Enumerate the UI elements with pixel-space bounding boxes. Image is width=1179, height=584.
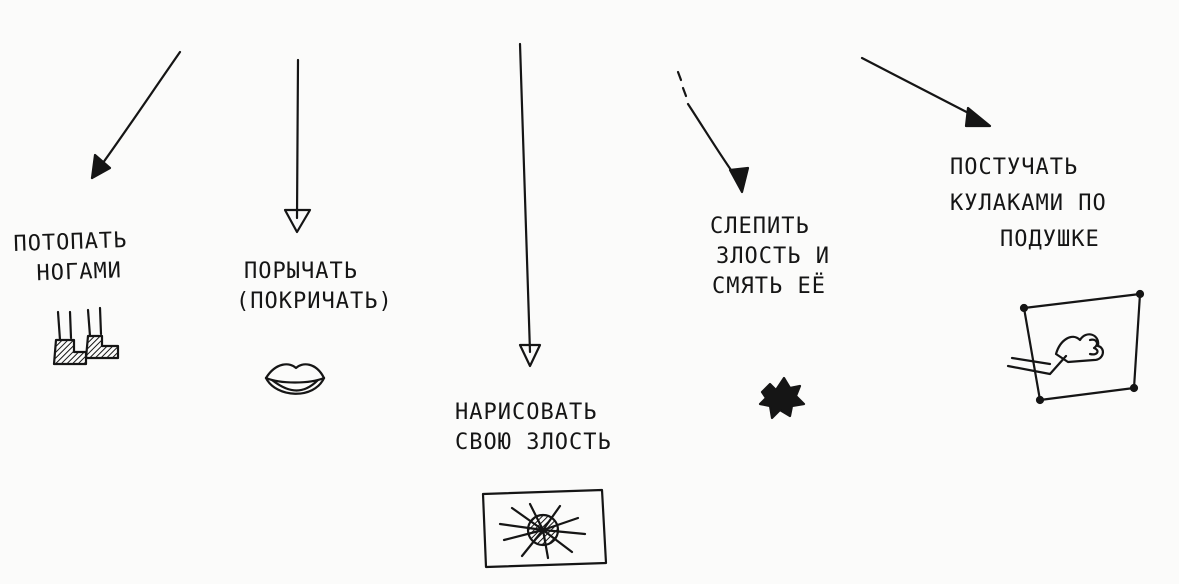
option-knock-label: ПОСТУЧАТЬ КУЛАКАМИ ПО ПОДУШКЕ [950, 150, 1107, 258]
option-mold-line-2: ЗЛОСТЬ И [700, 242, 830, 272]
option-stomp-label: ПОТОПАТЬ НОГАМИ [13, 226, 129, 290]
option-mold-label: СЛЕПИТЬ ЗЛОСТЬ И СМЯТЬ ЕЁ [700, 212, 830, 302]
option-growl-label: ПОРЫЧАТЬ (ПОКРИЧАТЬ) [236, 257, 393, 317]
scribble-drawing-icon [483, 490, 606, 567]
option-stomp-line-2: НОГАМИ [14, 256, 129, 290]
arrow-draw [520, 44, 540, 366]
option-draw-label: НАРИСОВАТЬ СВОЮ ЗЛОСТЬ [455, 398, 612, 458]
option-knock-line-2: КУЛАКАМИ ПО [950, 186, 1107, 222]
option-growl-line-2: (ПОКРИЧАТЬ) [236, 287, 393, 317]
arrow-knock [862, 58, 990, 126]
fist-pillow-icon [1008, 291, 1143, 403]
arrow-growl [285, 60, 310, 232]
option-mold-line-3: СМЯТЬ ЕЁ [700, 272, 830, 302]
arrow-stomp [92, 52, 180, 178]
option-mold-line-1: СЛЕПИТЬ [700, 212, 830, 242]
crumpled-blob-icon [760, 378, 804, 418]
option-knock-line-1: ПОСТУЧАТЬ [950, 150, 1107, 186]
option-growl-line-1: ПОРЫЧАТЬ [236, 257, 393, 287]
lips-icon [266, 364, 324, 393]
option-draw-line-2: СВОЮ ЗЛОСТЬ [455, 428, 612, 458]
option-stomp-line-1: ПОТОПАТЬ [13, 226, 128, 260]
option-knock-line-3: ПОДУШКЕ [950, 222, 1107, 258]
arrow-mold [678, 72, 748, 192]
feet-icon [54, 308, 118, 364]
option-draw-line-1: НАРИСОВАТЬ [455, 398, 612, 428]
